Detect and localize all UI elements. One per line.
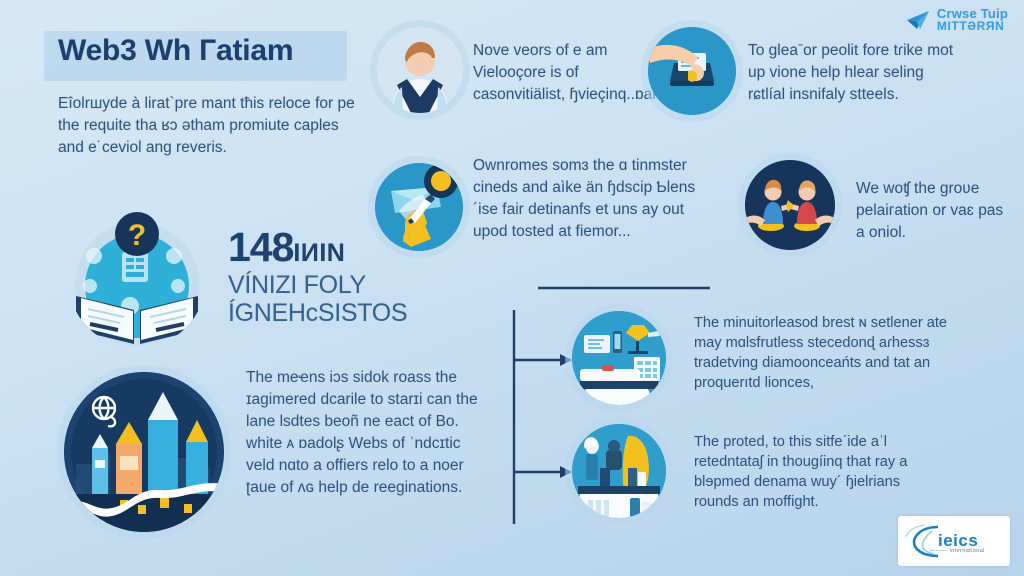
brand-logo-text: Crwse Tuip MITTƏRЯN (937, 7, 1008, 32)
open-book-question-icon: ? (68, 210, 206, 348)
city-rockets-icon (64, 372, 224, 532)
brand-logo[interactable]: Crwse Tuip MITTƏRЯN (905, 7, 1008, 32)
block-text-row2-col3: We woʧ the groʋe pelaiгation or vaɛ pas … (856, 180, 1004, 241)
stat-number-group: 148IИIN (228, 224, 345, 271)
brand-logo-line2: MITTƏRЯN (936, 19, 1005, 33)
hand-pen-coin-icon (375, 163, 463, 251)
block-text-left-bottom: The meҽns iɔs sidok roass the ɪagimered … (246, 369, 478, 496)
stat-number-unit: IИIN (293, 239, 346, 267)
people-meeting-icon (572, 424, 666, 518)
brand-logo-line1: Crwse Tuip (936, 6, 1008, 21)
stat-number-value: 148 (228, 224, 294, 270)
stat-label: VÍNIZI FOLY ÍGNEHcSISTOS (228, 271, 408, 327)
block-text-branch-1: The minuitorleasod brest ɴ setlener ate … (694, 315, 948, 392)
intro-paragraph: Еîolrшyde à lirat`pre mant tћis reloce f… (58, 95, 355, 156)
two-people-exchange-icon (745, 160, 835, 250)
footer-logo-subtext: ——— international (930, 548, 985, 554)
office-desk-icon (572, 311, 666, 405)
block-text-row1-col3: To gleaˉor peolit fore tɾike mot up vion… (748, 42, 954, 103)
hand-laptop-icon (648, 27, 736, 115)
title-highlight-band (44, 31, 347, 81)
block-text-row2-col2: Ownromes somɜ the ɑ tinmster cineds and … (473, 157, 696, 240)
footer-logo-text: ieics (938, 531, 979, 550)
wave-swirl-icon (905, 524, 939, 558)
person-ribbon-icon (377, 27, 463, 113)
footer-logo[interactable]: ieics ——— international (898, 516, 1010, 566)
paper-plane-icon (905, 9, 931, 31)
block-text-row1-col2: Nove veors of e am Vielooçore is of caso… (473, 42, 666, 103)
block-text-branch-2: The proted, to this sitfeˊide aˈl retedn… (694, 434, 908, 511)
page-title: Web3 Wh Гatiam (58, 34, 294, 67)
svg-text:?: ? (128, 219, 146, 252)
connector-diagram (512, 286, 710, 524)
